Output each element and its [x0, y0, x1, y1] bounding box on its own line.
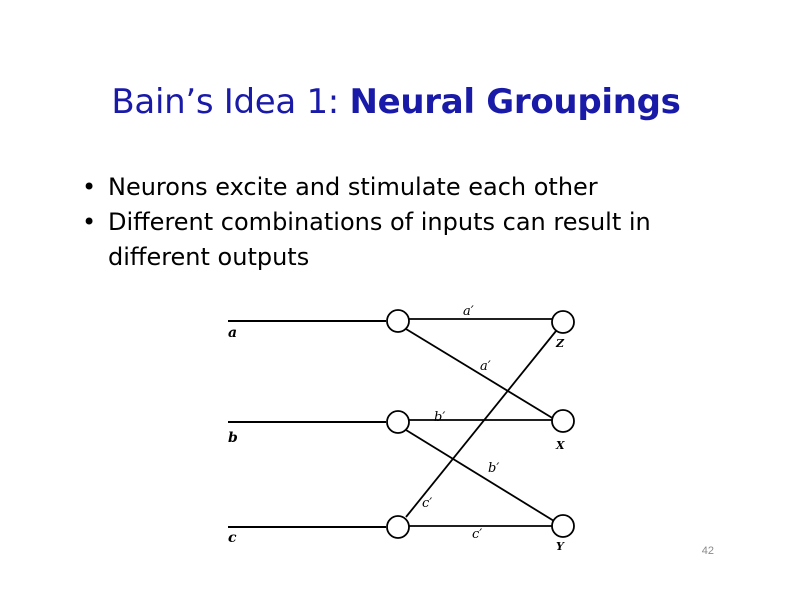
bullet-text: Different combinations of inputs can res…: [108, 208, 651, 271]
title-emphasis: Neural Groupings: [349, 82, 681, 122]
edge-b-to-y: [405, 429, 555, 522]
input-label: b: [228, 430, 238, 446]
bullet-list: • Neurons excite and stimulate each othe…: [82, 170, 722, 275]
edge-label: b′: [434, 410, 445, 425]
edge-label: a′: [480, 359, 491, 374]
edge-a-to-x: [405, 328, 555, 420]
output-label: Y: [556, 540, 565, 553]
input-node: [386, 309, 410, 333]
bullet-item: • Neurons excite and stimulate each othe…: [82, 170, 722, 205]
output-node: [551, 514, 575, 538]
output-node: [551, 409, 575, 433]
title-prefix: Bain’s Idea 1:: [111, 82, 350, 122]
page-number: 42: [701, 545, 714, 557]
input-label: c: [228, 530, 237, 546]
slide-title: Bain’s Idea 1: Neural Groupings: [0, 82, 792, 122]
output-label: Z: [555, 337, 565, 350]
bullet-icon: •: [82, 173, 97, 201]
bullet-icon: •: [82, 208, 97, 236]
edge-c-to-z: [405, 330, 557, 518]
input-label: a: [228, 325, 237, 341]
bullet-text: Neurons excite and stimulate each other: [108, 173, 598, 201]
edge-label: c′: [422, 496, 432, 511]
input-node: [386, 410, 410, 434]
output-label: X: [555, 439, 565, 452]
edge-label: c′: [472, 527, 482, 542]
neural-grouping-diagram: a b c Z X Y a′ a′ b′ b′ c′ c′: [228, 304, 575, 553]
edge-label: b′: [488, 461, 499, 476]
edge-label: a′: [463, 304, 474, 319]
output-node: [551, 310, 575, 334]
bullet-item: • Different combinations of inputs can r…: [82, 205, 722, 275]
input-node: [386, 515, 410, 539]
